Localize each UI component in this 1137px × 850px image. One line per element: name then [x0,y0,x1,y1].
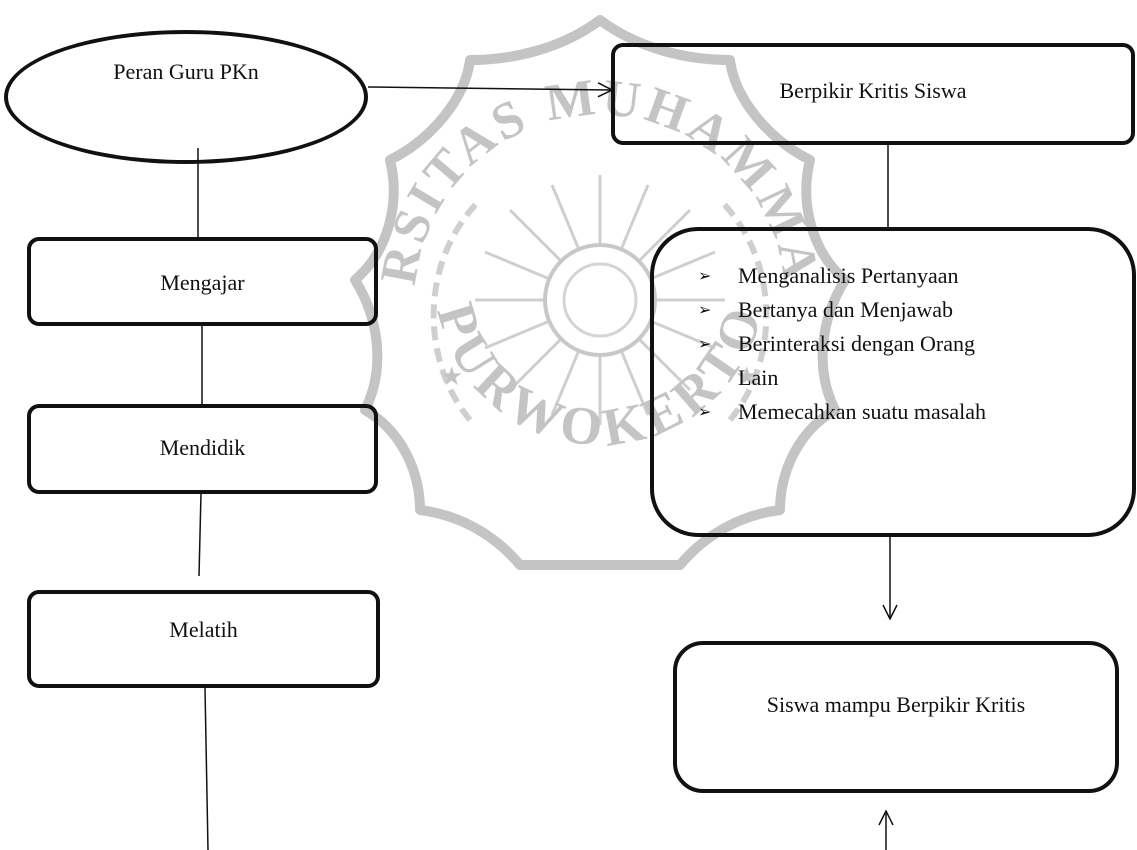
role-label-mengajar: Mengajar [160,270,245,295]
connector-role-3-down [204,687,209,850]
svg-text:★: ★ [440,362,463,392]
arrowhead-bullet-icon: ➢ [698,334,712,353]
connector-start-to-critical [367,87,611,90]
connector-role-2-to-role-3 [198,492,202,577]
indicator-item: ➢ Memecahkan suatu masalah [698,395,998,429]
critical-indicators-node: ➢ Menganalisis Pertanyaan ➢ Bertanya dan… [650,227,1136,537]
critical-thinking-label: Berpikir Kritis Siswa [779,78,967,103]
arrowhead-bullet-icon: ➢ [698,300,712,319]
start-node-label: Peran Guru PKn [113,59,259,84]
role-node-mengajar: Mengajar [27,237,378,326]
arrowhead-bullet-icon: ➢ [698,402,712,421]
indicator-item: ➢ Menganalisis Pertanyaan [698,259,1068,293]
role-node-melatih: Melatih [27,590,380,688]
role-label-mendidik: Mendidik [159,435,246,460]
indicator-list: ➢ Menganalisis Pertanyaan ➢ Bertanya dan… [698,259,1068,429]
indicator-item: ➢ Berinteraksi dengan Orang Lain [698,327,1008,395]
critical-thinking-node: Berpikir Kritis Siswa [611,43,1135,145]
start-node: Peran Guru PKn [4,30,368,164]
arrowhead-bullet-icon: ➢ [698,266,712,285]
outcome-label: Siswa mampu Berpikir Kritis [766,692,1026,717]
outcome-node: Siswa mampu Berpikir Kritis [673,641,1119,793]
role-label-melatih: Melatih [169,617,238,642]
role-node-mendidik: Mendidik [27,404,378,494]
indicator-item: ➢ Bertanya dan Menjawab [698,293,1068,327]
